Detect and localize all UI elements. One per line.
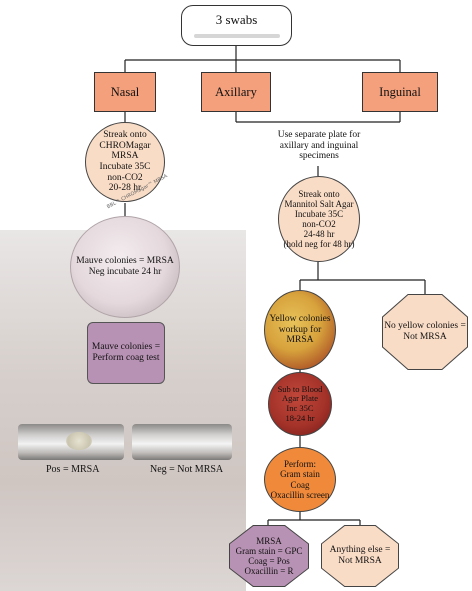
mrsa-result-octagon: MRSA Gram stain = GPC Coag = Pos Oxacill… — [230, 526, 308, 586]
axillary-box: Axillary — [201, 72, 271, 112]
nasal-streak-line-1: Streak onto — [103, 130, 147, 141]
msa-streak-circle: Streak onto Mannitol Salt Agar Incubate … — [278, 176, 360, 262]
mauve-plate-line-1: Mauve colonies = MRSA — [76, 256, 174, 267]
msa-line-2: Mannitol Salt Agar — [284, 198, 354, 209]
yellow-colonies-plate: Yellow colonies workup for MRSA — [264, 290, 336, 370]
nasal-streak-line-3: Incubate 35C — [99, 162, 151, 172]
nasal-streak-line-4: non-CO2 — [107, 172, 143, 183]
note-line-1: Use separate plate for — [277, 130, 361, 141]
positive-clot — [66, 432, 92, 450]
msa-line-5: 24-48 hr — [303, 229, 335, 240]
mrsa-line-4: Oxacillin = R — [244, 566, 294, 577]
blood-agar-plate: Sub to Blood Agar Plate Inc 35C 18-24 hr — [268, 372, 332, 436]
nasal-box: Nasal — [94, 72, 156, 112]
msa-line-3: Incubate 35C — [294, 208, 344, 219]
perform-line-3: Coag — [290, 479, 310, 490]
chromagar-plate: Mauve colonies = MRSA Neg incubate 24 hr — [70, 216, 180, 318]
root-box: 3 swabs — [181, 5, 292, 46]
mauve-plate-line-2: Neg incubate 24 hr — [88, 267, 162, 277]
nasal-streak-line-2: CHROMagar MRSA — [99, 140, 151, 162]
sub-line-3: Inc 35C — [286, 403, 314, 413]
yellow-line-2: workup for — [278, 324, 322, 335]
separate-plate-note: Use separate plate for axillary and ingu… — [262, 126, 376, 166]
nasal-streak-circle: Streak onto CHROMagar MRSA Incubate 35C … — [85, 122, 165, 202]
root-blur-bar — [193, 33, 280, 38]
perform-tests-circle: Perform: Gram stain Coag Oxacillin scree… — [264, 447, 336, 512]
perform-line-1: Perform: — [284, 459, 316, 470]
nasal-label: Nasal — [110, 85, 140, 99]
coag-line-1: Mauve colonies = — [91, 342, 161, 353]
inguinal-label: Inguinal — [379, 85, 421, 99]
negative-tube-photo — [132, 424, 232, 460]
else-line-2: Not MRSA — [338, 556, 382, 566]
perform-line-2: Gram stain — [280, 469, 320, 480]
note-line-3: specimens — [299, 151, 339, 162]
mrsa-line-3: Coag = Pos — [248, 556, 290, 566]
coag-line-2: Perform coag test — [92, 353, 160, 363]
sub-line-1: Sub to Blood — [277, 383, 323, 394]
msa-line-4: non-CO2 — [302, 219, 336, 229]
msa-line-6: (hold neg for 48 hr) — [283, 239, 355, 250]
no-yellow-octagon: No yellow colonies = Not MRSA — [383, 295, 467, 369]
no-yellow-line-2: Not MRSA — [403, 332, 447, 342]
sub-line-2: Agar Plate — [281, 393, 319, 404]
neg-label: Neg = Not MRSA — [150, 464, 224, 475]
root-label: 3 swabs — [215, 12, 258, 28]
note-line-2: axillary and inguinal — [279, 140, 359, 151]
mrsa-line-1: MRSA — [256, 535, 282, 546]
perform-line-4: Oxacillin screen — [270, 489, 330, 500]
msa-line-1: Streak onto — [298, 188, 340, 199]
yellow-line-3: MRSA — [286, 335, 314, 346]
inguinal-box: Inguinal — [362, 72, 438, 112]
nasal-streak-line-5: 20-28 hr — [108, 183, 142, 194]
else-octagon: Anything else = Not MRSA — [322, 526, 398, 586]
else-line-1: Anything else = — [329, 545, 391, 556]
no-yellow-line-1: No yellow colonies = — [384, 321, 466, 332]
mrsa-line-2: Gram stain = GPC — [235, 545, 303, 556]
coag-test-box: Mauve colonies = Perform coag test — [87, 322, 165, 384]
yellow-line-1: Yellow colonies — [269, 314, 331, 325]
axillary-label: Axillary — [215, 85, 257, 99]
sub-line-4: 18-24 hr — [285, 412, 315, 423]
pos-label: Pos = MRSA — [46, 464, 100, 475]
